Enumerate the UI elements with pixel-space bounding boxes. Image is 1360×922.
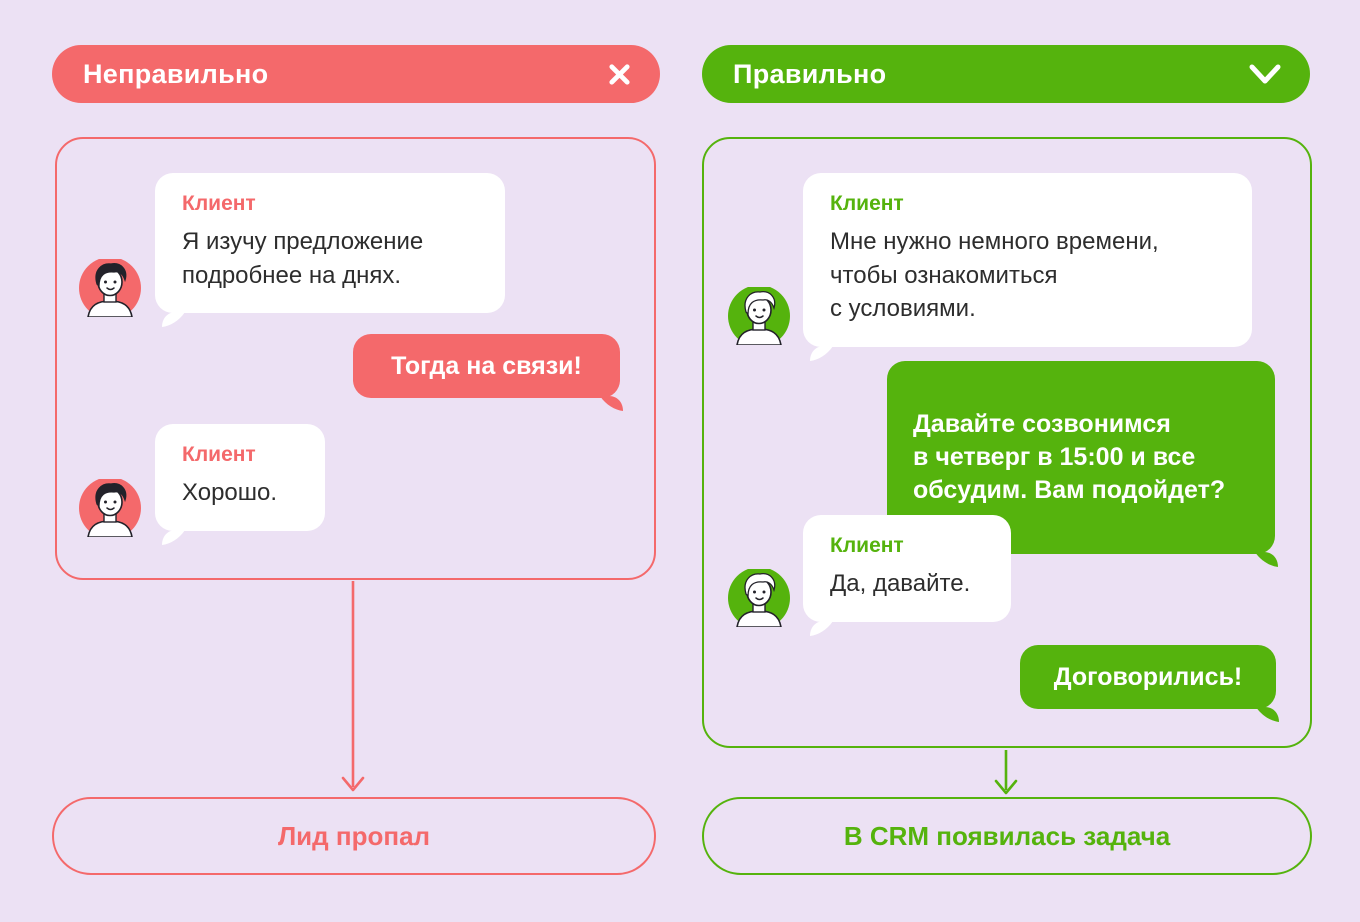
wrong-chat-panel bbox=[55, 137, 656, 580]
client-message-text: Да, давайте. bbox=[830, 570, 971, 597]
client-message-text: Хорошо. bbox=[182, 479, 278, 506]
agent-message-text: Договорились! bbox=[1053, 662, 1243, 691]
client-message-bubble: Клиент Да, давайте. bbox=[803, 515, 1011, 636]
wrong-result-label: Лид пропал bbox=[277, 820, 431, 851]
client-label: Клиент bbox=[182, 192, 256, 215]
right-header-label: Правильно bbox=[733, 58, 887, 89]
agent-message-bubble: Тогда на связи! bbox=[353, 334, 623, 411]
right-chat-panel bbox=[702, 137, 1312, 748]
client-message-bubble: Клиент Мне нужно немного времени, чтобы … bbox=[803, 173, 1252, 361]
bubble-tail bbox=[810, 345, 833, 361]
client-message-bubble: Клиент Хорошо. bbox=[155, 424, 325, 545]
client-avatar-icon bbox=[728, 287, 790, 345]
client-avatar-icon bbox=[79, 479, 141, 537]
bubble-tail bbox=[1256, 707, 1279, 722]
bubble-tail bbox=[600, 396, 623, 411]
bubble-tail bbox=[162, 529, 185, 545]
agent-message-text: Тогда на связи! bbox=[391, 351, 582, 380]
client-message-bubble: Клиент Я изучу предложение подробнее на … bbox=[155, 173, 505, 328]
right-result-label: В CRM появилась задача bbox=[843, 820, 1171, 851]
client-label: Клиент bbox=[830, 534, 904, 557]
agent-message-text: Давайте созвонимся в четверг в 15:00 и в… bbox=[913, 410, 1226, 504]
wrong-header-label: Неправильно bbox=[83, 58, 269, 89]
wrong-result-box: Лид пропал bbox=[52, 797, 656, 875]
client-message-text: Мне нужно немного времени, чтобы ознаком… bbox=[830, 228, 1159, 323]
flow-arrow-down bbox=[341, 581, 365, 792]
bubble-tail bbox=[1255, 552, 1278, 567]
client-label: Клиент bbox=[182, 443, 256, 466]
client-avatar-icon bbox=[79, 259, 141, 317]
right-result-box: В CRM появилась задача bbox=[702, 797, 1312, 875]
agent-message-bubble: Договорились! bbox=[1020, 645, 1279, 722]
bubble-tail bbox=[810, 620, 833, 636]
right-header-pill: Правильно bbox=[702, 45, 1310, 103]
client-label: Клиент bbox=[830, 192, 904, 215]
client-message-text: Я изучу предложение подробнее на днях. bbox=[182, 228, 424, 289]
wrong-header-pill: Неправильно bbox=[52, 45, 660, 103]
check-icon bbox=[1249, 64, 1281, 84]
bubble-tail bbox=[162, 312, 185, 328]
client-avatar-icon bbox=[728, 569, 790, 627]
close-icon bbox=[609, 63, 630, 85]
flow-arrow-down bbox=[994, 750, 1018, 795]
